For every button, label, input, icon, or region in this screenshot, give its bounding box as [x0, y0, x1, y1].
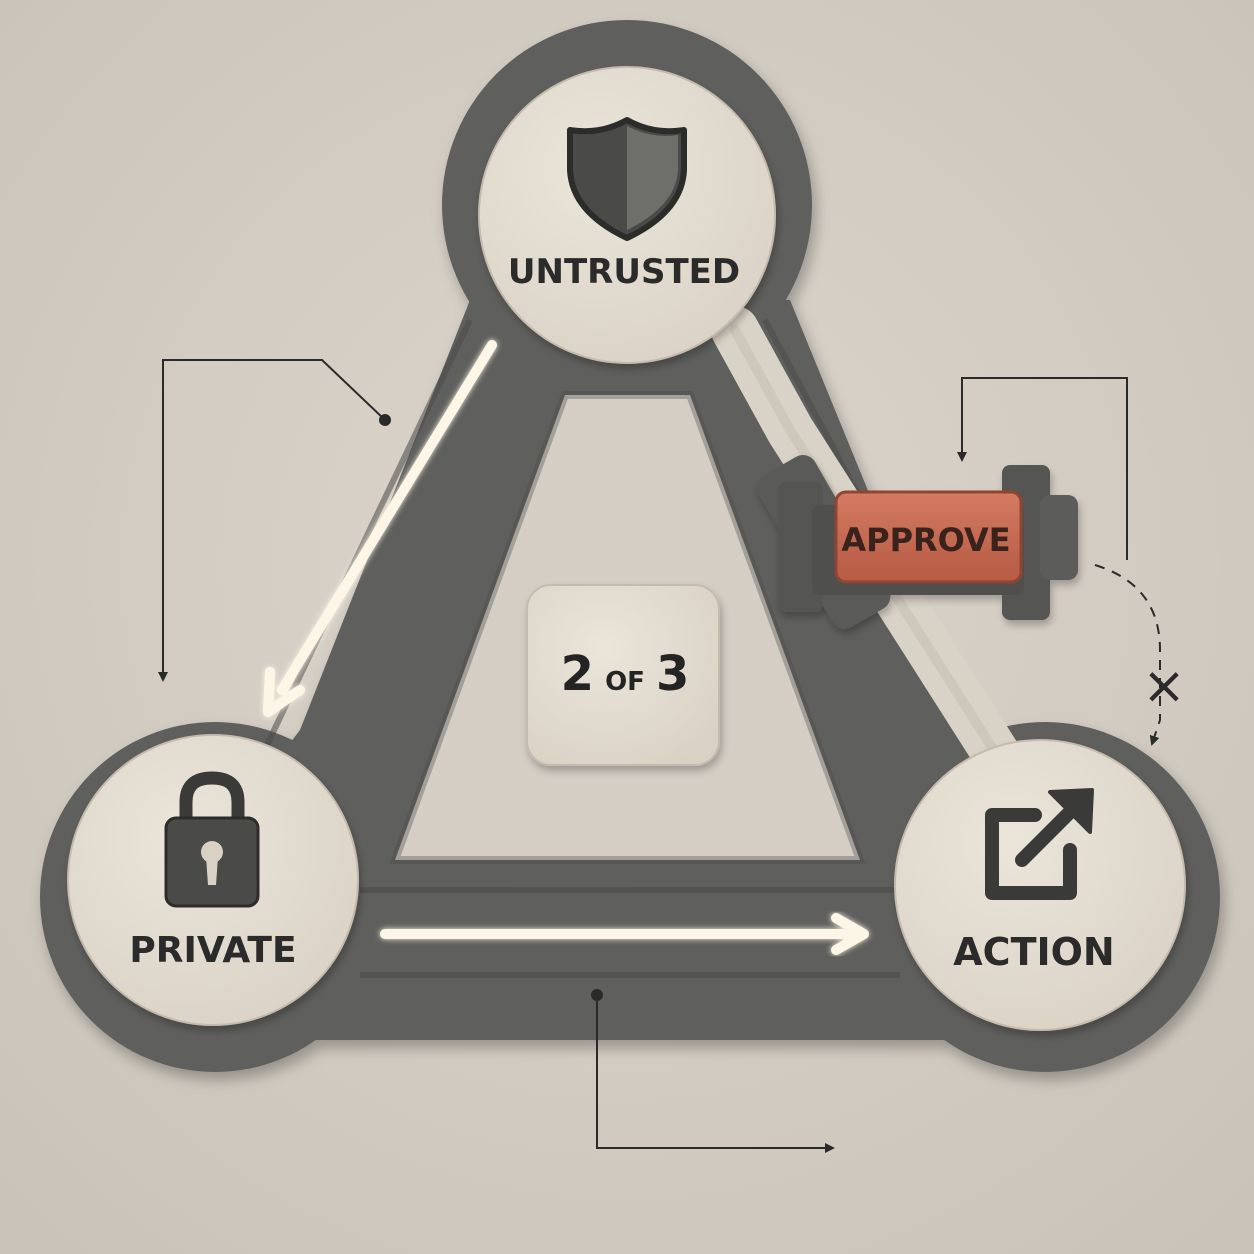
flow-arrow-untrusted-to-private — [263, 340, 497, 717]
approval-gate[interactable] — [752, 450, 1078, 634]
annotation-left-connector — [158, 359, 386, 682]
center-badge-word: OF — [605, 667, 645, 697]
node-private-label: PRIVATE — [129, 930, 296, 971]
node-untrusted-label: UNTRUSTED — [508, 252, 740, 292]
shield-icon — [567, 117, 687, 241]
annotation-lines — [158, 359, 1161, 1153]
blocked-x-icon: × — [1142, 656, 1186, 716]
node-action — [894, 739, 1186, 1031]
flow-arrow-private-to-action — [380, 913, 869, 955]
center-badge-number: 2 — [561, 646, 594, 702]
annotation-dot-bottom — [591, 989, 603, 1001]
approve-button[interactable] — [834, 490, 1023, 584]
external-link-icon — [985, 788, 1094, 900]
padlock-icon — [164, 771, 260, 908]
annotation-bottom-connector — [596, 995, 835, 1153]
node-action-label: ACTION — [953, 930, 1114, 974]
center-badge-text: 2 OF 3 — [561, 646, 690, 702]
center-badge-total: 3 — [656, 646, 689, 702]
annotation-blocked-path — [1094, 564, 1161, 746]
center-badge — [526, 584, 720, 766]
approve-button-label: APPROVE — [841, 521, 1010, 559]
annotation-dot-left — [379, 414, 391, 426]
annotation-right-loop — [957, 377, 1128, 560]
